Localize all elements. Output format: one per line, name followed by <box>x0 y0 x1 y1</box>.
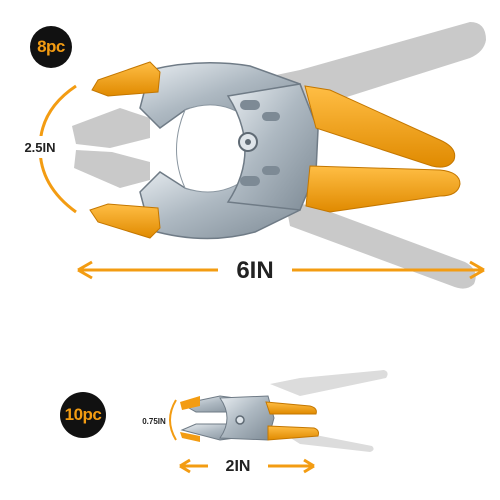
small-clamp-pivot-plate <box>219 395 275 441</box>
large-clamp-length-label: 6IN <box>236 257 274 284</box>
large-clamp-ghost-lower-handle <box>285 200 476 289</box>
small-clamp-length-arrow <box>179 458 315 474</box>
large-clamp-slot <box>262 112 280 121</box>
large-clamp-jaw-tip-lower <box>89 203 161 239</box>
large-clamp-ghost-upper-handle <box>262 22 486 108</box>
small-clamp-jaw-tip <box>180 396 200 410</box>
large-clamp-upper-handle <box>304 85 456 168</box>
large-clamp-slot <box>240 176 260 186</box>
large-clamp-jaw-tip-upper <box>91 61 161 97</box>
large-clamp-length-arrow <box>77 260 485 280</box>
large-clamp-jaw-opening-label: 2.5IN <box>12 136 68 158</box>
small-spring-clamp <box>169 370 388 474</box>
small-clamp-opening-arc <box>169 399 177 441</box>
small-clamp-rivet <box>235 415 245 425</box>
large-clamp-slot <box>240 100 260 110</box>
small-clamp-jaw-tip <box>180 432 200 442</box>
large-clamp-ghost-jaw-tip-lower <box>74 150 150 188</box>
large-clamp-slot <box>262 166 280 175</box>
large-clamp-lower-handle <box>305 165 461 213</box>
small-clamp-length-label: 2IN <box>225 458 251 475</box>
small-clamp-jaw-opening-label: 0.75IN <box>142 416 166 426</box>
large-clamp-rivet-center <box>245 139 251 145</box>
large-spring-clamp <box>38 22 486 289</box>
small-clamp-ghost-handle <box>270 370 388 396</box>
small-clamp-quantity-badge: 10pc <box>60 392 106 438</box>
small-clamp-lower-handle <box>267 425 319 441</box>
large-clamp-ghost-jaw-tip-upper <box>72 108 150 148</box>
small-clamp-upper-handle <box>265 401 317 415</box>
large-clamp-quantity-badge: 8pc <box>30 26 72 68</box>
